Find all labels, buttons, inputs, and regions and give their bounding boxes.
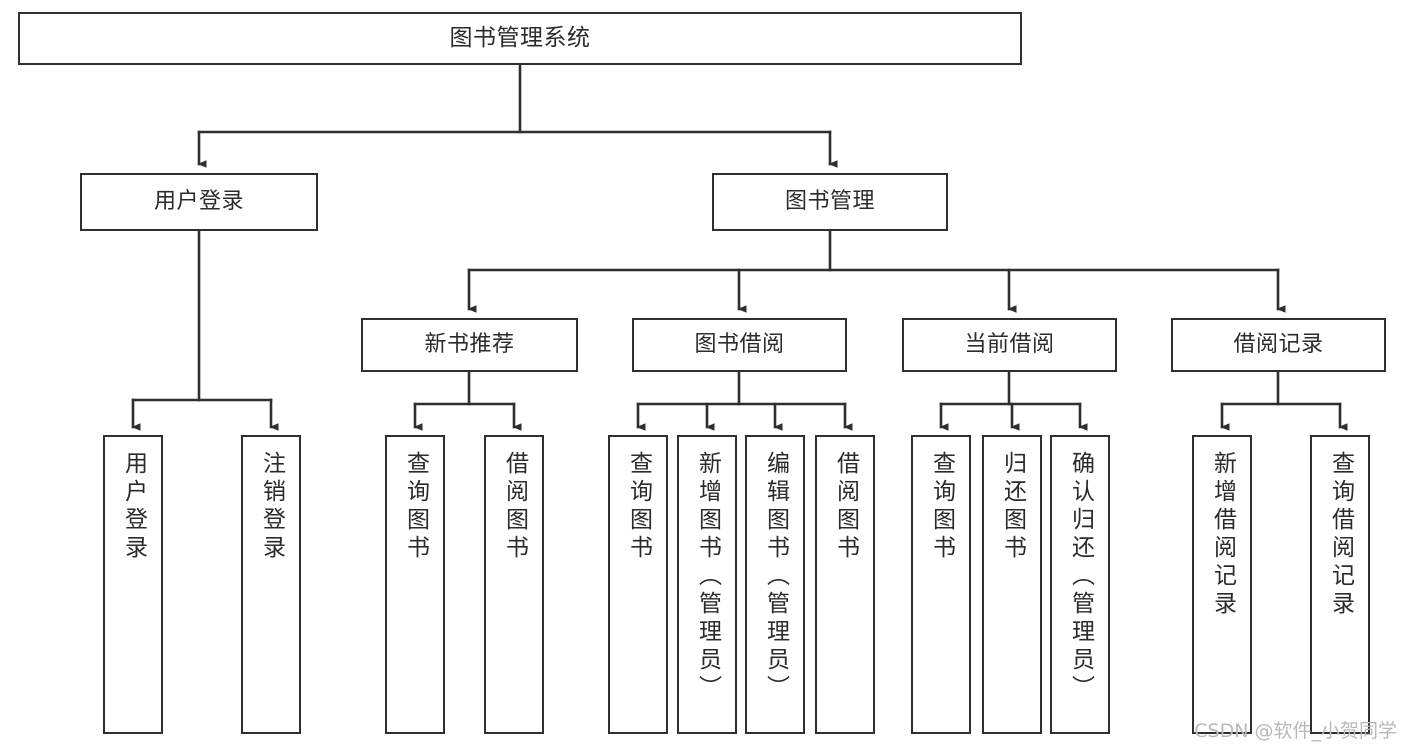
node-label: 当前借阅 — [964, 332, 1055, 358]
node-label: 借阅图书 — [501, 451, 528, 563]
node-label: 借阅图书 — [832, 451, 859, 563]
node-label: 图书借阅 — [694, 332, 785, 358]
leaf-borrow-book-recommend[interactable]: 借阅图书 — [484, 435, 544, 734]
node-label: 图书管理 — [784, 189, 875, 215]
leaf-edit-book-admin[interactable]: 编辑图书（管理员） — [745, 435, 805, 734]
node-label: 查询借阅记录 — [1327, 451, 1354, 619]
node-label: 查询图书 — [402, 451, 429, 563]
node-label: 归还图书 — [999, 451, 1026, 563]
node-label: 新增借阅记录 — [1209, 451, 1236, 619]
leaf-confirm-return-admin[interactable]: 确认归还（管理员） — [1050, 435, 1110, 734]
node-book-management[interactable]: 图书管理 — [712, 173, 948, 231]
node-book-borrow[interactable]: 图书借阅 — [632, 318, 847, 372]
leaf-query-book-current[interactable]: 查询图书 — [911, 435, 971, 734]
node-label: 注销登录 — [258, 451, 285, 563]
node-label: 用户登录 — [153, 189, 244, 215]
node-label: 新书推荐 — [424, 332, 515, 358]
node-current-borrow[interactable]: 当前借阅 — [902, 318, 1117, 372]
node-label: 新增图书（管理员） — [694, 451, 721, 703]
leaf-user-login[interactable]: 用户登录 — [103, 435, 163, 734]
leaf-query-book-borrow[interactable]: 查询图书 — [608, 435, 668, 734]
leaf-add-borrow-record[interactable]: 新增借阅记录 — [1192, 435, 1252, 734]
node-root-system[interactable]: 图书管理系统 — [18, 12, 1022, 65]
leaf-add-book-admin[interactable]: 新增图书（管理员） — [677, 435, 737, 734]
node-label: 图书管理系统 — [449, 24, 591, 51]
node-borrow-record[interactable]: 借阅记录 — [1171, 318, 1386, 372]
node-label: 确认归还（管理员） — [1067, 451, 1094, 703]
node-label: 查询图书 — [928, 451, 955, 563]
leaf-query-book-recommend[interactable]: 查询图书 — [385, 435, 445, 734]
leaf-logout[interactable]: 注销登录 — [241, 435, 301, 734]
node-new-book-recommend[interactable]: 新书推荐 — [361, 318, 578, 372]
node-label: 用户登录 — [120, 451, 147, 563]
node-label: 借阅记录 — [1233, 332, 1324, 358]
node-label: 查询图书 — [625, 451, 652, 563]
leaf-borrow-book[interactable]: 借阅图书 — [815, 435, 875, 734]
node-user-login[interactable]: 用户登录 — [80, 173, 318, 231]
leaf-return-book[interactable]: 归还图书 — [982, 435, 1042, 734]
node-label: 编辑图书（管理员） — [762, 451, 789, 703]
leaf-query-borrow-record[interactable]: 查询借阅记录 — [1310, 435, 1370, 734]
